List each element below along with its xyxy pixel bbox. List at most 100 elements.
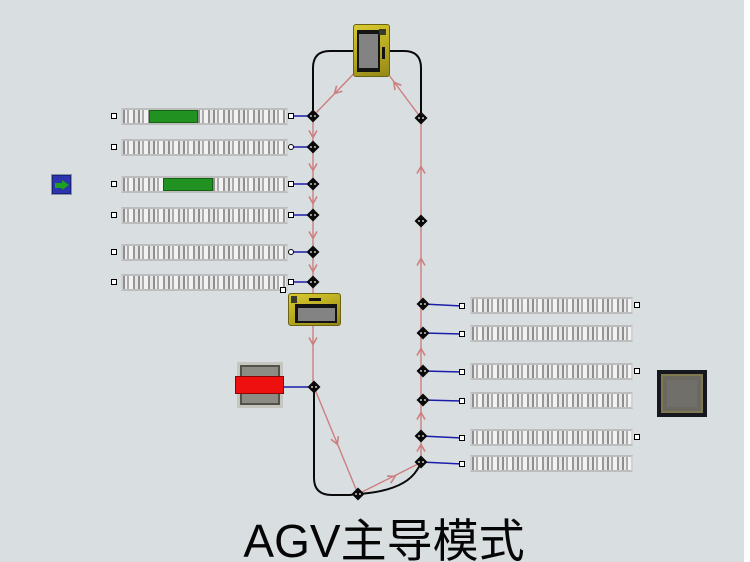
route-direction-arrow-icon <box>308 264 318 274</box>
agv-track-loop[interactable] <box>313 387 423 496</box>
agv-vehicle-1[interactable] <box>353 24 390 77</box>
conveyor-endpoint-square <box>634 434 640 440</box>
route-direction-arrow-icon <box>308 231 318 241</box>
node-dot <box>424 303 426 305</box>
track-node[interactable] <box>414 429 428 443</box>
conveyor-endpoint-square <box>111 279 117 285</box>
node-dot <box>310 251 312 253</box>
conveyor-endpoint-square <box>634 302 640 308</box>
node-diamond-shape <box>414 455 428 469</box>
node-diamond-shape <box>416 326 430 340</box>
node-dot <box>424 399 426 401</box>
green-load-part[interactable] <box>163 178 213 191</box>
agv-cargo-bed <box>295 304 337 323</box>
track-node[interactable] <box>306 245 320 259</box>
conveyor-endpoint-square <box>459 369 465 375</box>
conveyor-right-3[interactable] <box>470 363 633 380</box>
conveyor-endpoint-circle <box>288 249 294 255</box>
route-direction-arrow-icon <box>308 337 318 347</box>
track-anchor-square <box>280 287 286 293</box>
conveyor-endpoint-circle <box>288 144 294 150</box>
red-buffer-block[interactable] <box>235 376 284 394</box>
track-node[interactable] <box>414 111 428 125</box>
conveyor-right-5[interactable] <box>470 429 633 446</box>
node-diamond-shape <box>416 297 430 311</box>
agv-marker-detail <box>309 298 321 301</box>
node-dot <box>355 493 357 495</box>
node-dot <box>310 214 312 216</box>
conveyor-endpoint-square <box>459 461 465 467</box>
track-node[interactable] <box>306 208 320 222</box>
node-diamond-shape <box>306 109 320 123</box>
conveyor-right-2[interactable] <box>470 325 633 342</box>
start-simulation-button[interactable] <box>51 174 72 195</box>
route-direction-arrow-icon <box>330 436 340 446</box>
conveyor-left-3[interactable] <box>121 176 288 193</box>
node-diamond-shape <box>416 364 430 378</box>
node-diamond-shape <box>306 245 320 259</box>
agv-vehicle-2[interactable] <box>288 293 341 326</box>
node-dot <box>422 220 424 222</box>
node-dot <box>422 435 424 437</box>
node-dot <box>420 332 422 334</box>
node-diamond-shape <box>306 140 320 154</box>
node-dot <box>422 117 424 119</box>
route-direction-arrow-icon <box>416 346 426 356</box>
node-diamond-shape <box>414 214 428 228</box>
route-direction-arrow-icon <box>416 164 426 174</box>
route-direction-arrow-icon <box>308 130 318 140</box>
agv-route-track[interactable] <box>357 461 423 495</box>
track-node[interactable] <box>307 380 321 394</box>
track-node[interactable] <box>306 140 320 154</box>
conveyor-right-4[interactable] <box>470 392 633 409</box>
node-dot <box>310 146 312 148</box>
conveyor-endpoint-square <box>288 113 294 119</box>
track-node[interactable] <box>414 214 428 228</box>
track-node[interactable] <box>414 455 428 469</box>
conveyor-endpoint-square <box>111 249 117 255</box>
conveyor-endpoint-square <box>459 435 465 441</box>
conveyor-right-1[interactable] <box>470 297 633 314</box>
conveyor-endpoint-square <box>459 398 465 404</box>
track-node[interactable] <box>306 177 320 191</box>
conveyor-right-6[interactable] <box>470 455 633 472</box>
agv-sensor-detail <box>379 29 386 35</box>
conveyor-endpoint-square <box>111 212 117 218</box>
node-dot <box>310 115 312 117</box>
track-node[interactable] <box>306 275 320 289</box>
route-direction-arrow-icon <box>416 410 426 420</box>
track-node[interactable] <box>416 393 430 407</box>
track-node[interactable] <box>351 487 365 501</box>
conveyor-endpoint-square <box>111 113 117 119</box>
agv-route-track[interactable] <box>313 386 359 495</box>
station-connector-line <box>422 303 463 307</box>
track-node[interactable] <box>416 326 430 340</box>
track-node[interactable] <box>416 297 430 311</box>
node-dot <box>418 435 420 437</box>
station-connector-line <box>422 399 463 402</box>
conveyor-left-6[interactable] <box>121 274 288 291</box>
play-arrow-icon <box>55 180 70 191</box>
sink-station[interactable] <box>657 370 707 417</box>
node-diamond-shape <box>351 487 365 501</box>
conveyor-left-4[interactable] <box>121 207 288 224</box>
node-dot <box>310 281 312 283</box>
track-node[interactable] <box>416 364 430 378</box>
node-diamond-shape <box>414 429 428 443</box>
conveyor-left-2[interactable] <box>121 139 288 156</box>
node-dot <box>422 461 424 463</box>
route-direction-arrow-icon <box>416 256 426 266</box>
canvas-right-edge <box>744 0 750 562</box>
conveyor-left-5[interactable] <box>121 244 288 261</box>
node-dot <box>418 461 420 463</box>
route-direction-arrow-icon <box>416 442 426 452</box>
station-connector-line <box>420 461 463 465</box>
conveyor-left-1[interactable] <box>121 108 288 125</box>
track-node[interactable] <box>306 109 320 123</box>
green-load-part[interactable] <box>149 110 198 123</box>
node-dot <box>314 146 316 148</box>
node-dot <box>359 493 361 495</box>
conveyor-endpoint-square <box>288 279 294 285</box>
station-connector-line <box>422 332 463 335</box>
